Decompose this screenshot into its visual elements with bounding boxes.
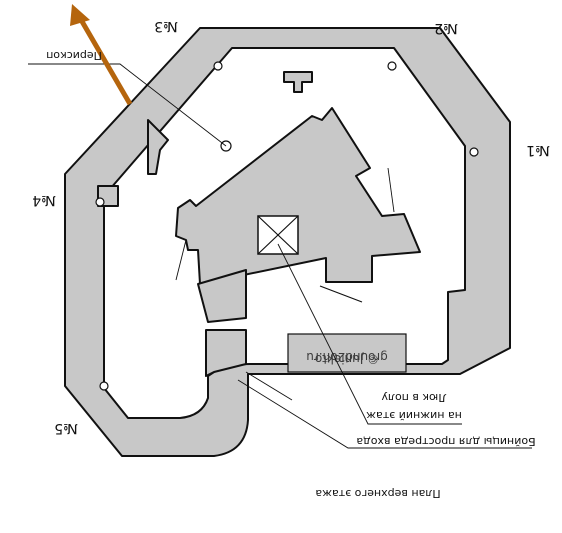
turret-label-2: №2	[434, 20, 457, 36]
floor-hatch	[257, 215, 299, 255]
hatch-label-line1: Люк в полу	[381, 391, 447, 404]
periscope-leader	[28, 63, 227, 147]
passage-line-1	[207, 317, 247, 323]
watermark-plate	[287, 333, 407, 373]
turret-label-5: №5	[54, 420, 77, 436]
periscope-label: Перископ	[46, 49, 102, 62]
turret-label-3: №3	[154, 18, 177, 34]
embrasure-label: Бойницы для простреда входа	[356, 435, 535, 448]
embrasure-leader-2	[245, 371, 293, 401]
embrasure-markers	[95, 61, 479, 391]
left-wall-notch-upper	[147, 119, 169, 175]
hatch-label-line2: на нижний этаж	[366, 409, 462, 422]
entrance-door	[319, 285, 363, 303]
inner-diagonal-wall	[175, 107, 421, 285]
embrasure-leader-1	[237, 379, 532, 449]
turret-label-4: №4	[32, 192, 56, 208]
top-wall-notch	[283, 71, 313, 93]
door-swing-right	[387, 167, 395, 213]
hatch-leader	[277, 243, 462, 425]
watermark-line1: © Juniekto	[315, 352, 379, 366]
plan-title: План верхнего этажа	[315, 487, 440, 500]
door-swing-left	[175, 239, 187, 281]
watermark-line2: ground2oh.ru	[306, 350, 387, 364]
arrow-up-left-icon	[70, 4, 133, 106]
turret-label-1: №1	[526, 142, 549, 158]
